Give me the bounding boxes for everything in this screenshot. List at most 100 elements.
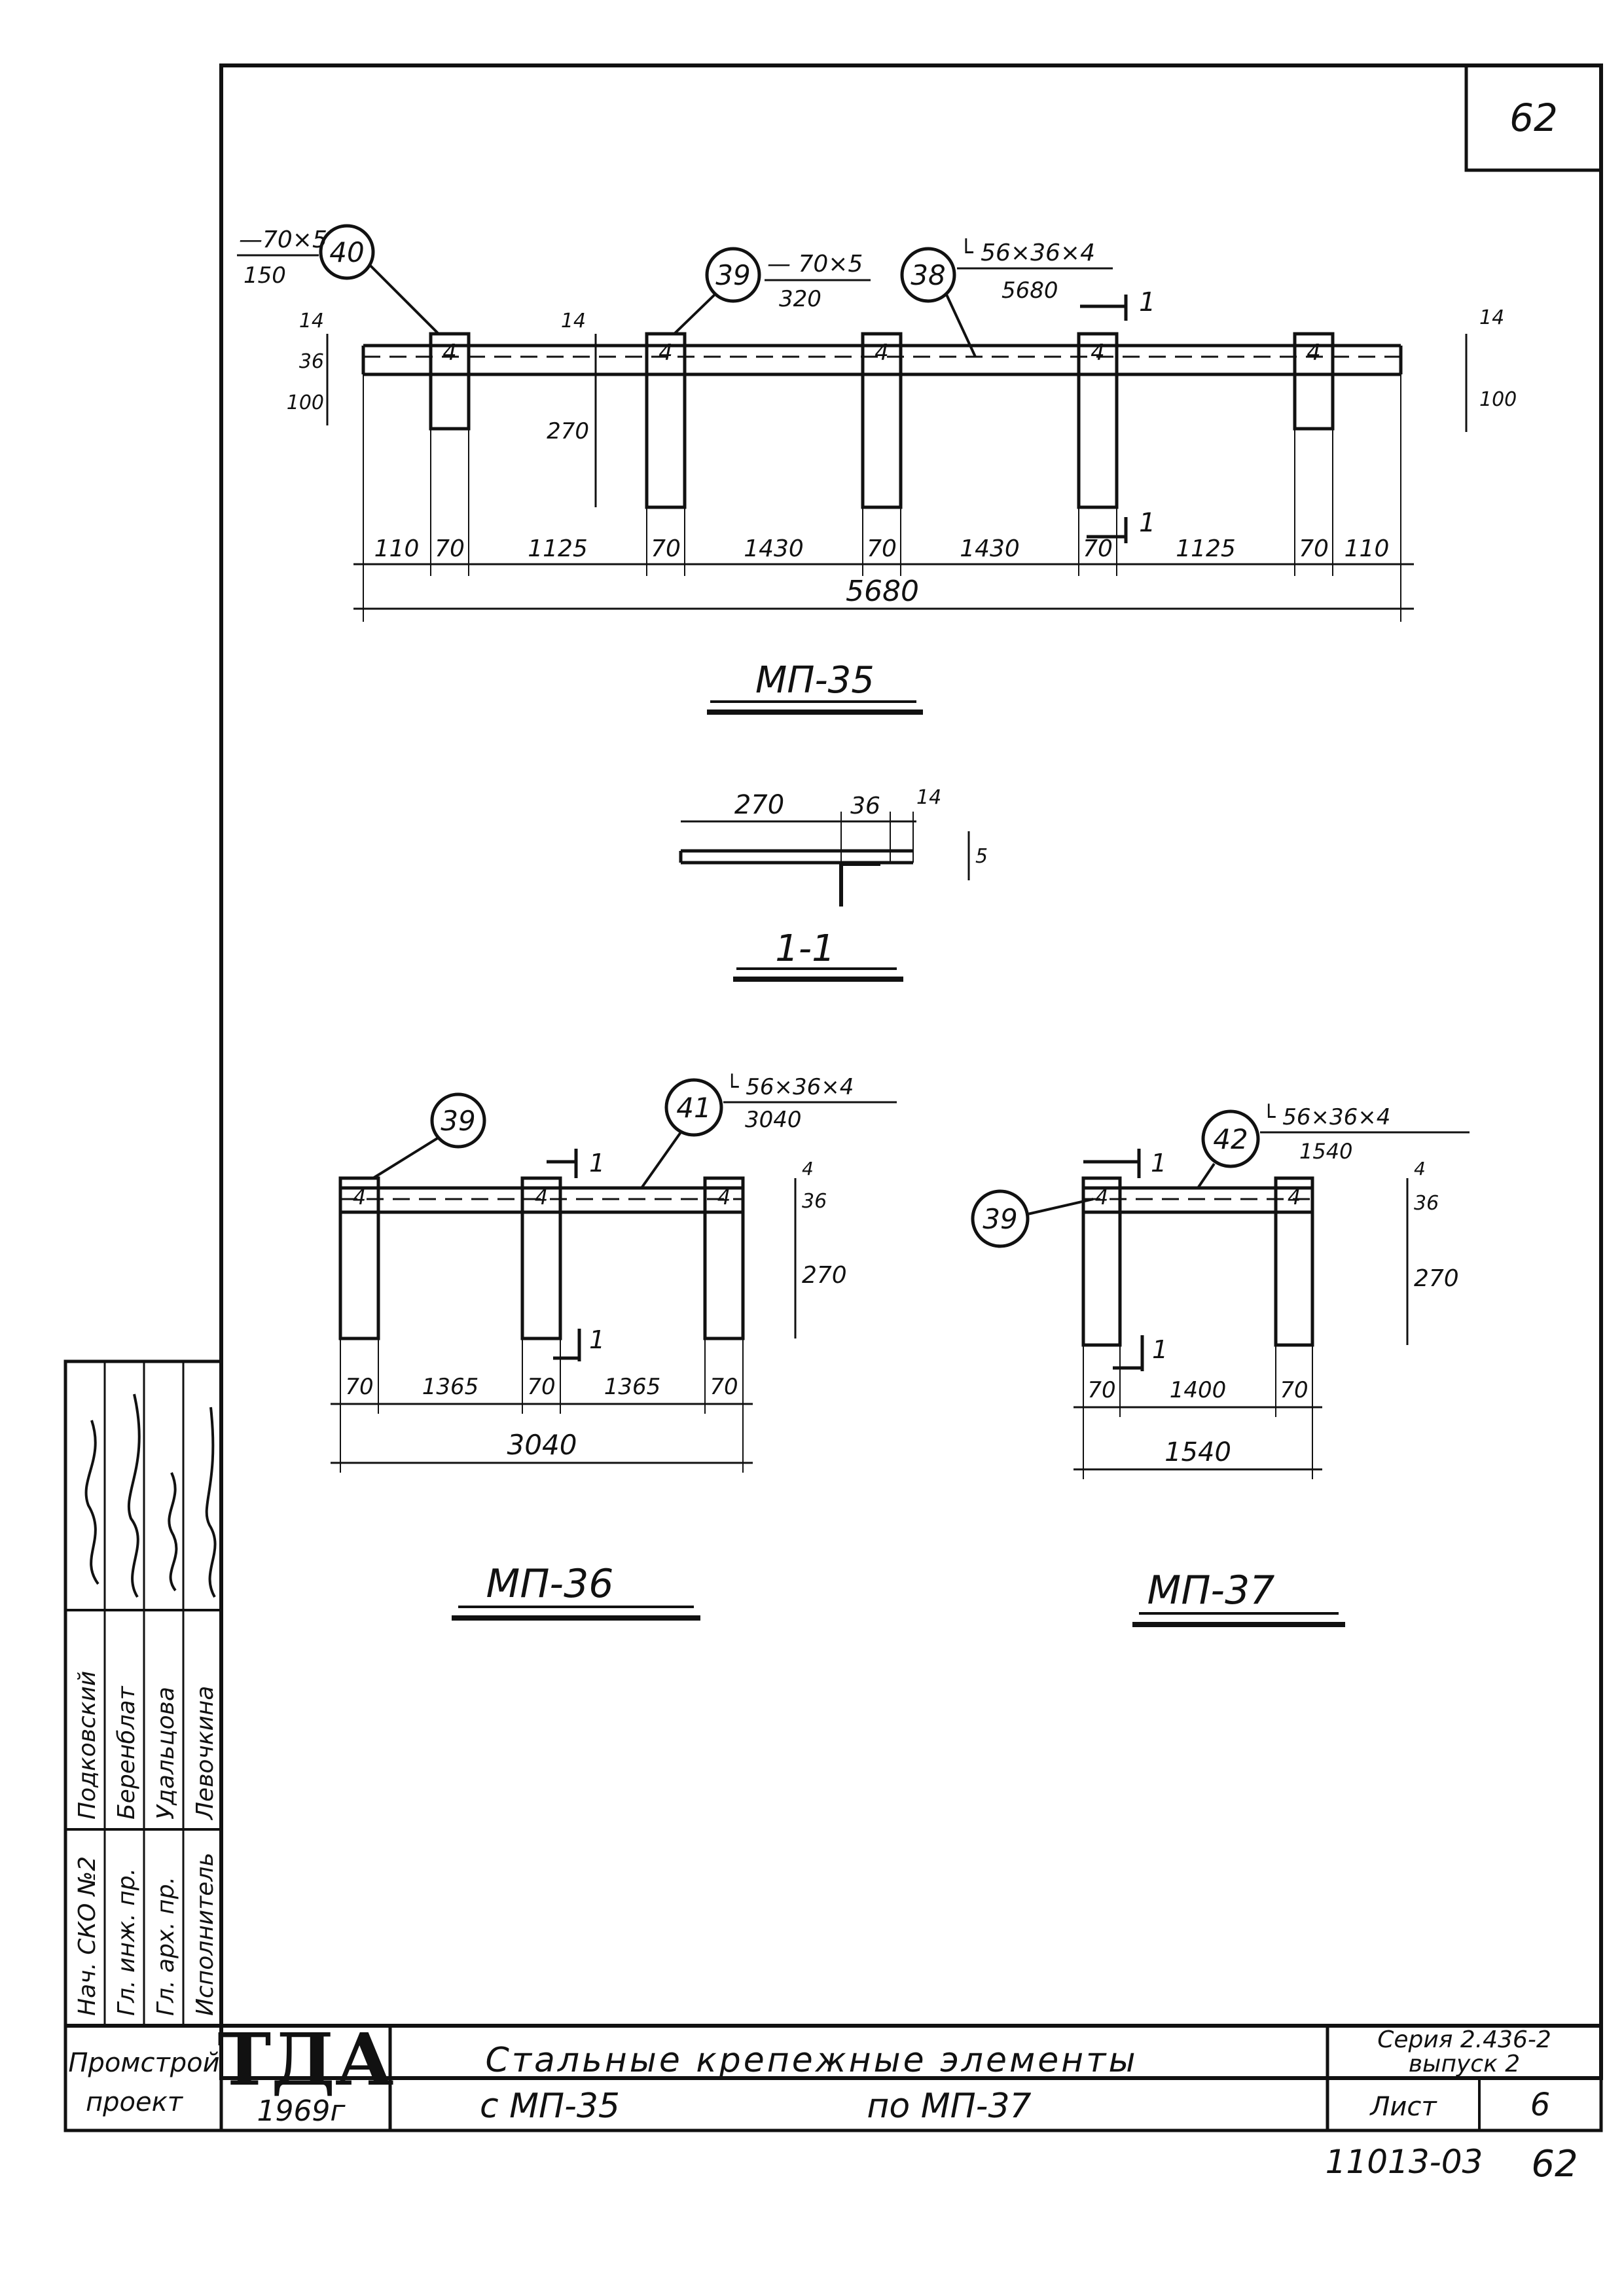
leader-39 xyxy=(673,293,716,335)
plate-label: 4 xyxy=(659,340,673,366)
logo-tda: ТДА xyxy=(217,2017,393,2102)
mark-39: 39 xyxy=(441,1105,475,1137)
org-line-2: проект xyxy=(86,2087,184,2117)
dim-total: 1540 xyxy=(1164,1437,1231,1467)
page-number: 62 xyxy=(1509,96,1558,140)
section-mark: 1 xyxy=(1151,1149,1166,1177)
leader-40 xyxy=(369,264,440,335)
dim-value: 70 xyxy=(1087,1377,1115,1403)
leader-41 xyxy=(640,1131,682,1189)
mp35-title: МП-35 xyxy=(755,659,875,702)
mp37-title: МП-37 xyxy=(1147,1568,1275,1613)
title-block: Промстрой проект ТДА 1969г Стальные креп… xyxy=(63,2017,1603,2185)
dim-value: 14 xyxy=(916,786,941,809)
dim-value: 110 xyxy=(374,535,420,562)
mp36-plate-b xyxy=(520,1176,562,1340)
mp35-plate-40-right xyxy=(1293,332,1335,431)
mark-41-spec-bottom: 3040 xyxy=(745,1107,802,1133)
mark-38: 38 xyxy=(911,259,945,291)
title-line-2a: с МП-35 xyxy=(480,2087,620,2126)
org-line-1: Промстрой xyxy=(68,2048,219,2078)
dim-value: 270 xyxy=(547,418,589,444)
mark-41: 41 xyxy=(676,1092,711,1124)
mp35-drawing: 4 4 4 4 4 40 —70×5 150 39 — 70×5 320 38 … xyxy=(237,224,1517,715)
dim-value: 1400 xyxy=(1170,1377,1227,1403)
role-3: Гл. арх. пр. xyxy=(153,1877,179,2016)
mp35-plate-39-c xyxy=(1077,332,1119,509)
dim-value: 270 xyxy=(802,1262,847,1289)
mark-39: 39 xyxy=(983,1203,1017,1235)
mark-40-spec-top: —70×5 xyxy=(239,226,327,253)
mark-42-spec-top: └ 56×36×4 xyxy=(1262,1104,1390,1130)
plate-label: 4 xyxy=(353,1185,366,1210)
section-title: 1-1 xyxy=(775,927,835,970)
dim-value: 270 xyxy=(734,790,784,820)
dim-value: 36 xyxy=(850,793,880,819)
title-line-1: Стальные крепежные элементы xyxy=(485,2041,1138,2080)
mp37-drawing: 4 4 39 42 └ 56×36×4 1540 1 1 70 1400 70 … xyxy=(971,1104,1470,1627)
dim-value: 110 xyxy=(1344,535,1390,562)
plate-label: 4 xyxy=(875,340,889,366)
section-mark: 1 xyxy=(1152,1335,1168,1364)
mark-38-circle xyxy=(900,247,956,303)
dim-value: 70 xyxy=(710,1374,738,1400)
mark-40: 40 xyxy=(329,236,364,268)
mark-41-circle xyxy=(664,1078,723,1137)
dim-value: 5 xyxy=(975,845,988,868)
dim-value: 1430 xyxy=(744,535,804,562)
dim-value: 14 xyxy=(299,310,324,332)
dim-value: 70 xyxy=(1280,1377,1308,1403)
series-line-2: выпуск 2 xyxy=(1409,2051,1520,2077)
mp36-plate-a xyxy=(338,1176,380,1340)
plate-label: 4 xyxy=(535,1185,548,1210)
plate-label: 4 xyxy=(1091,340,1105,366)
mark-39: 39 xyxy=(715,259,750,291)
series-line-1: Серия 2.436-2 xyxy=(1377,2026,1551,2053)
dim-value: 1125 xyxy=(1176,535,1236,562)
mp36-plate-c xyxy=(703,1176,745,1340)
dim-value: 100 xyxy=(1479,388,1517,411)
mark-42-spec-bottom: 1540 xyxy=(1299,1139,1352,1164)
sheet-label: Лист xyxy=(1369,2092,1437,2122)
dim-value: 36 xyxy=(299,350,324,373)
name-1: Подковский xyxy=(74,1671,101,1820)
dim-total: 5680 xyxy=(846,575,919,608)
mark-40-spec-bottom: 150 xyxy=(244,262,286,289)
section-mark: 1 xyxy=(1139,287,1155,317)
dim-value: 70 xyxy=(435,535,465,562)
mp35-plate-40-left xyxy=(429,332,471,431)
dim-value: 270 xyxy=(1414,1265,1459,1292)
role-2: Гл. инж. пр. xyxy=(113,1868,140,2016)
mp35-plate-39-a xyxy=(645,332,687,509)
leader-42 xyxy=(1197,1162,1216,1189)
signature-1 xyxy=(84,1420,99,1585)
signature-2 xyxy=(127,1393,141,1598)
dim-value: 70 xyxy=(527,1374,555,1400)
dim-value: 100 xyxy=(287,391,324,414)
mark-38-spec-bottom: 5680 xyxy=(1001,278,1058,304)
dim-value: 1365 xyxy=(422,1374,479,1400)
section-mark: 1 xyxy=(589,1149,605,1177)
dim-value: 70 xyxy=(1083,535,1113,562)
dim-value: 70 xyxy=(345,1374,373,1400)
mp36-title: МП-36 xyxy=(486,1561,614,1607)
plate-label: 4 xyxy=(1288,1185,1301,1210)
signature-strip: Нач. СКО №2 Гл. инж. пр. Гл. арх. пр. Ис… xyxy=(63,1359,223,2078)
doc-page: 62 xyxy=(1531,2143,1578,2185)
plate-label: 4 xyxy=(717,1185,731,1210)
section-1-1: 270 36 14 5 1-1 xyxy=(679,786,988,982)
dim-value: 70 xyxy=(867,535,897,562)
mark-39-circle xyxy=(971,1189,1030,1248)
sheet-number: 6 xyxy=(1530,2087,1551,2123)
section-mark: 1 xyxy=(589,1325,605,1354)
mark-41-spec-top: └ 56×36×4 xyxy=(725,1073,854,1100)
mark-39-circle xyxy=(430,1092,486,1149)
title-line-2b: по МП-37 xyxy=(867,2087,1031,2126)
dim-value: 4 xyxy=(1414,1158,1426,1179)
dim-value: 1125 xyxy=(528,535,588,562)
signature-3 xyxy=(168,1472,178,1592)
dim-value: 14 xyxy=(1479,306,1504,329)
dim-value: 36 xyxy=(1414,1192,1439,1215)
leader-39 xyxy=(1027,1198,1094,1215)
